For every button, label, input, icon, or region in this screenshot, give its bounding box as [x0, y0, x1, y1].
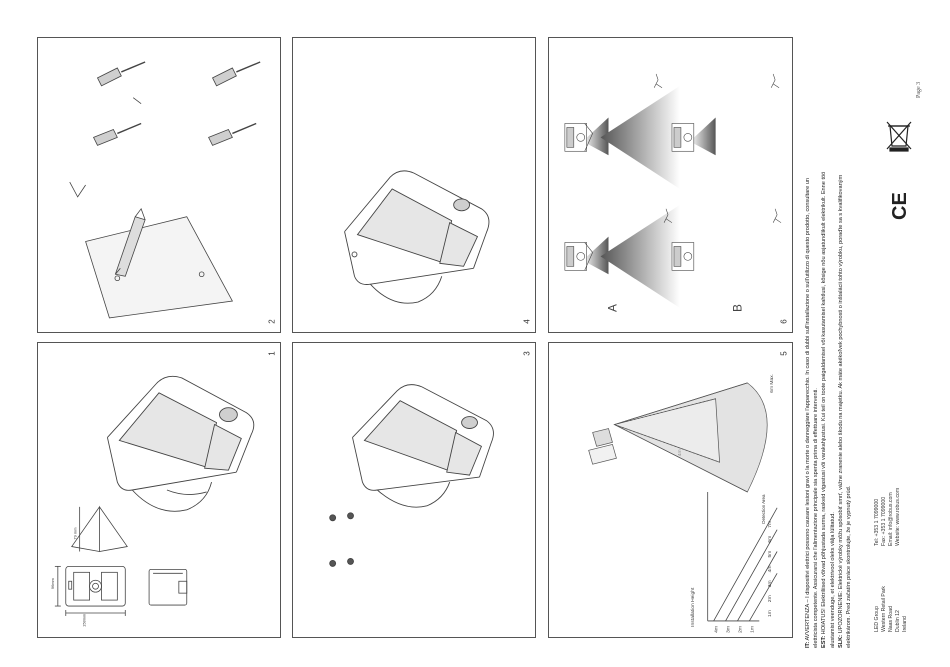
- dimensions-illustration: 158mm 96mm 79 mm: [50, 375, 255, 627]
- mode-a-label: A: [605, 304, 619, 312]
- ce-mark-icon: CE: [889, 192, 911, 220]
- warning-it: IT: AVVERTENZA – I dispositivi elettrici…: [805, 177, 811, 648]
- contact-line: Website: www.robus.com: [895, 487, 901, 546]
- distance-label: 5m: [767, 551, 773, 558]
- distance-label: 6m: [767, 536, 773, 543]
- dim-width-label: 158mm: [82, 613, 87, 627]
- panel-number: 4: [522, 319, 532, 324]
- installation-height-title: Installation Height: [690, 587, 696, 627]
- contact-company: LED Group Western Retail Park Naas Road …: [874, 552, 909, 632]
- panel-4-mounted: 4: [292, 37, 536, 333]
- warning-slk: SLK: UPOZORNENIE: Elektrické výrobky môž…: [837, 174, 844, 648]
- warning-est: EST: HOIATUS! Elektriliised võivad põhju…: [821, 171, 828, 648]
- sensor-modes-illustration: A B: [564, 73, 782, 312]
- height-labels: 4m 3m 2m 1m: [714, 626, 756, 633]
- panel-6-sensor-modes: A B 6: [548, 37, 793, 333]
- max-range-label: 6m Max.: [769, 374, 775, 393]
- height-label: 2m: [737, 626, 743, 633]
- distance-label: 7m: [767, 521, 773, 528]
- mode-b-label: B: [730, 304, 744, 312]
- contact-line: Naas Road: [888, 606, 894, 632]
- warnings-block: IT: AVVERTENZA – I dispositivi elettrici…: [804, 38, 853, 648]
- distance-labels: 1m 2m 3m 4m 5m 6m 7m: [767, 521, 773, 617]
- mounted-lamp-illustration: [344, 170, 490, 304]
- detection-range-illustration: 6m Max. 4m Installation Height Detection…: [588, 374, 778, 633]
- contact-line: Ireland: [902, 616, 908, 632]
- warning-est-cont: alustamist veenduge, et elektrivool olek…: [829, 512, 836, 648]
- distance-label: 3m: [767, 580, 773, 587]
- warning-it-cont: elettricista competente. Assicurarsi che…: [813, 388, 820, 648]
- contact-line: Email: info@robus.com: [888, 492, 894, 546]
- dim-height-label: 96mm: [50, 577, 55, 589]
- marking-illustration: [69, 61, 261, 319]
- height-label: 4m: [714, 626, 720, 633]
- panel-1-dimensions: 158mm 96mm 79 mm 1: [37, 342, 281, 638]
- height-label: 3m: [726, 626, 732, 633]
- compliance-marks: CE: [889, 192, 911, 220]
- distance-label: 2m: [767, 595, 773, 602]
- detection-area-label: Detection Area: [761, 494, 766, 524]
- panel-number: 5: [779, 351, 789, 356]
- contact-details: Tel: +353 1 7099000 Fax: +353 1 7099000 …: [874, 466, 902, 546]
- panel-number: 6: [779, 319, 789, 324]
- panel-number: 3: [522, 351, 532, 356]
- contact-line: Fax: +353 1 7099000: [881, 496, 887, 546]
- page-number: Page 3: [916, 81, 922, 98]
- warning-slk-cont: elektrikárom. Pred začatím práce skontro…: [846, 485, 853, 648]
- height-label: 1m: [749, 626, 755, 633]
- cone-height-label: 4m: [677, 449, 683, 456]
- distance-label: 4m: [767, 565, 773, 572]
- panel-2-mark-holes: 2: [37, 37, 281, 333]
- contact-line: Dublin 12: [895, 610, 901, 632]
- weee-bin-icon: [886, 121, 912, 152]
- panel-5-detection-range: 6m Max. 4m Installation Height Detection…: [548, 342, 793, 638]
- panel-number: 1: [267, 351, 277, 356]
- contact-line: Western Retail Park: [881, 585, 887, 632]
- panel-3-fix-screws: 3: [292, 342, 536, 638]
- dim-depth-label: 79 mm: [73, 527, 78, 540]
- contact-line: LED Group: [874, 606, 880, 632]
- screw-illustration: [329, 384, 494, 567]
- panel-number: 2: [267, 319, 277, 324]
- contact-line: Tel: +353 1 7099000: [874, 498, 880, 546]
- distance-label: 1m: [767, 610, 773, 617]
